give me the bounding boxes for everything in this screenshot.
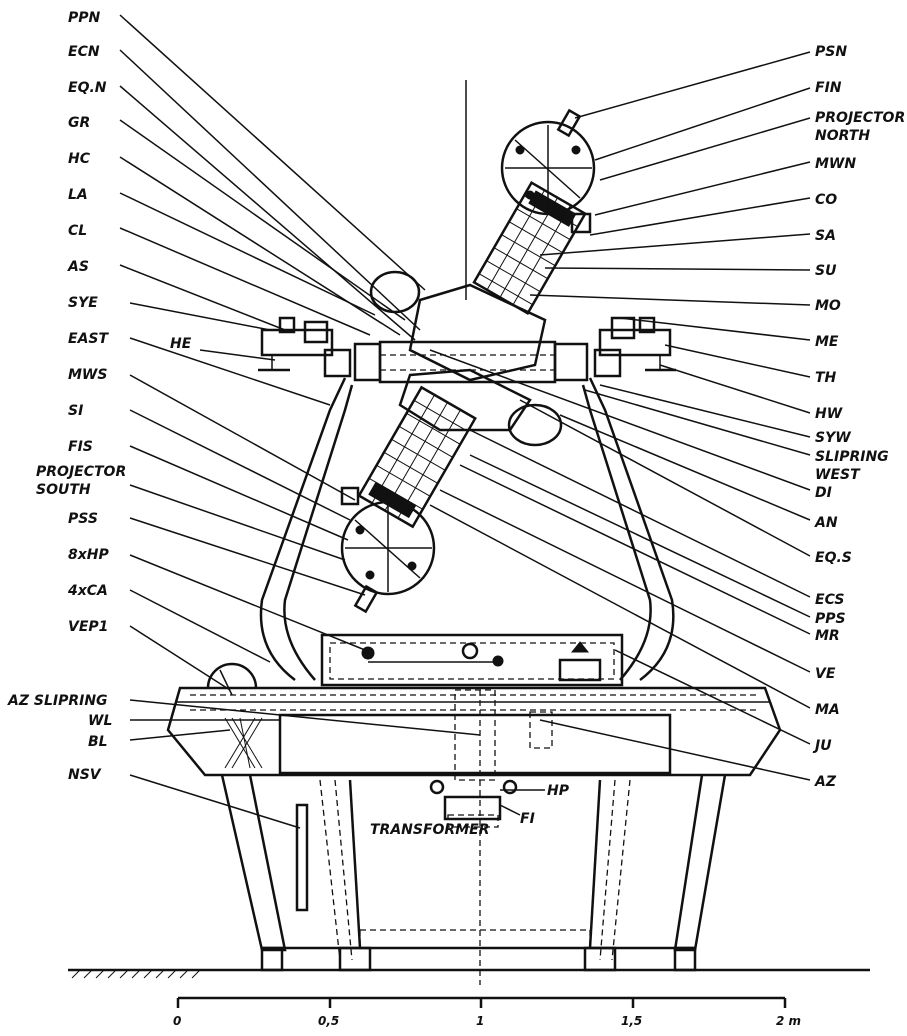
vep1-unit: [206, 662, 258, 696]
label-fi: FI: [520, 811, 535, 827]
drive-box: [320, 633, 624, 687]
label-su: SU: [815, 263, 837, 279]
label-di: DI: [815, 485, 832, 501]
label-th: TH: [815, 370, 837, 386]
projector-south: [340, 486, 436, 614]
label-wl: WL: [88, 713, 112, 729]
label-fis: FIS: [68, 439, 93, 455]
declination-axis: [323, 340, 622, 384]
label-la: LA: [68, 187, 88, 203]
label-me: ME: [815, 334, 839, 350]
label-ecn: ECN: [68, 44, 100, 60]
label-ma: MA: [815, 702, 840, 718]
label-hc: HC: [68, 151, 91, 167]
projector-north: [500, 108, 596, 234]
fork-arms: [259, 377, 675, 681]
label-vep1: VEP1: [68, 619, 108, 635]
label-si: SI: [68, 403, 83, 419]
label-cl: CL: [68, 223, 87, 239]
label-he: HE: [170, 336, 192, 352]
scale-tick-0-5: 0,5: [318, 1014, 339, 1028]
label-eqs: EQ.S: [815, 550, 852, 566]
label-ecs: ECS: [815, 592, 844, 608]
label-as: AS: [67, 259, 89, 275]
label-psn: PSN: [815, 44, 847, 60]
scale-tick-0: 0: [173, 1014, 181, 1028]
azimuth-platform: [166, 686, 782, 781]
telescope-tube-north: [472, 181, 587, 316]
label-8xhp: 8xHP: [68, 547, 109, 563]
label-az: AZ: [814, 774, 837, 790]
label-az-slipring: AZ SLIPRING: [7, 693, 108, 709]
scale-tick-2m: 2 m: [776, 1014, 801, 1028]
scale-tick-1-5: 1,5: [621, 1014, 642, 1028]
label-pps: PPS: [815, 611, 846, 627]
leader-lines-right: [429, 51, 811, 816]
scale-tick-1: 1: [476, 1014, 484, 1028]
telescope-tube-south: [357, 385, 477, 529]
label-ppn: PPN: [68, 10, 101, 26]
label-gr: GR: [68, 115, 90, 131]
label-sa: SA: [815, 228, 836, 244]
label-hp: HP: [547, 783, 570, 799]
label-mwn: MWN: [815, 156, 856, 172]
ground: [68, 968, 870, 979]
label-hw: HW: [815, 406, 843, 422]
bearing-east: [258, 316, 334, 372]
label-fin: FIN: [815, 80, 842, 96]
leader-lines-left: [119, 14, 481, 829]
label-eqn: EQ.N: [68, 80, 107, 96]
label-pss: PSS: [68, 511, 98, 527]
scale-bar: 0 0,5 1 1,5 2 m: [173, 996, 801, 1028]
label-4xca: 4xCA: [67, 583, 108, 599]
label-sye: SYE: [68, 295, 98, 311]
label-ju: JU: [812, 738, 832, 754]
label-east: EAST: [68, 331, 109, 347]
label-mws: MWS: [68, 367, 107, 383]
label-transformer: TRANSFORMER: [370, 822, 490, 838]
bearing-west: [598, 316, 676, 372]
label-ve: VE: [815, 666, 836, 682]
label-bl: BL: [88, 734, 108, 750]
label-syw: SYW: [815, 430, 851, 446]
label-mr: MR: [815, 628, 840, 644]
pedestal: [220, 774, 727, 972]
label-an: AN: [814, 515, 838, 531]
label-mo: MO: [815, 298, 841, 314]
label-nsv: NSV: [68, 767, 102, 783]
label-co: CO: [815, 192, 837, 208]
